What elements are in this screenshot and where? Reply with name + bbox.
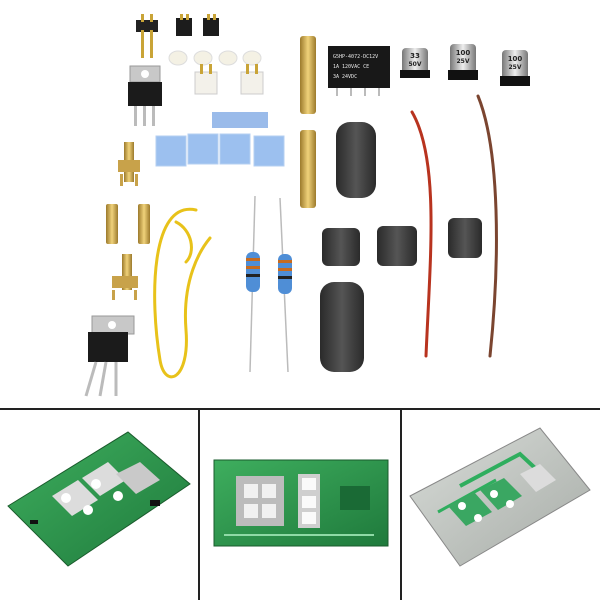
sma-connector-top [118, 142, 140, 186]
capacitor-1-voltage: 50V [409, 61, 422, 68]
panel-divider-vertical-1 [198, 408, 200, 600]
capacitor-2-value: 100 [456, 49, 471, 57]
capacitor-3-voltage: 25V [509, 64, 522, 71]
pcb-photo-middle [213, 459, 389, 547]
panel-divider-vertical-2 [400, 408, 402, 600]
red-wires [410, 94, 498, 358]
capacitor-1-value: 33 [410, 52, 420, 60]
relay-line-3: 3A 24VDC [333, 74, 357, 80]
resistors [246, 195, 292, 373]
capacitor-3: 100 25V [500, 50, 530, 86]
jumper-caps [176, 14, 219, 36]
yellow-wire-coil [153, 207, 212, 379]
relay-line-2: 1A 120VAC CE [333, 64, 369, 70]
capacitor-3-value: 100 [508, 55, 523, 63]
panel-divider-horizontal [0, 408, 600, 410]
nylon-washers [168, 50, 262, 66]
capacitor-2-voltage: 25V [457, 58, 470, 65]
capacitor-1: 33 50V [400, 48, 430, 78]
thermal-pads [155, 112, 285, 167]
pcb-photo-left [7, 431, 191, 567]
white-connectors [194, 64, 264, 95]
ferrite-cores [320, 122, 482, 372]
pcb-photo-right [409, 427, 591, 567]
relay: G5HP-4072-DC12V 1A 120VAC CE 3A 24VDC [328, 46, 390, 96]
to220-regulator-top [128, 65, 162, 126]
relay-line-1: G5HP-4072-DC12V [333, 54, 378, 60]
sma-connector-bottom [112, 254, 138, 300]
capacitor-2: 100 25V [448, 44, 478, 80]
pin-header [136, 14, 158, 58]
brass-standoffs [106, 36, 316, 244]
to220-transistor-bottom [84, 315, 135, 397]
